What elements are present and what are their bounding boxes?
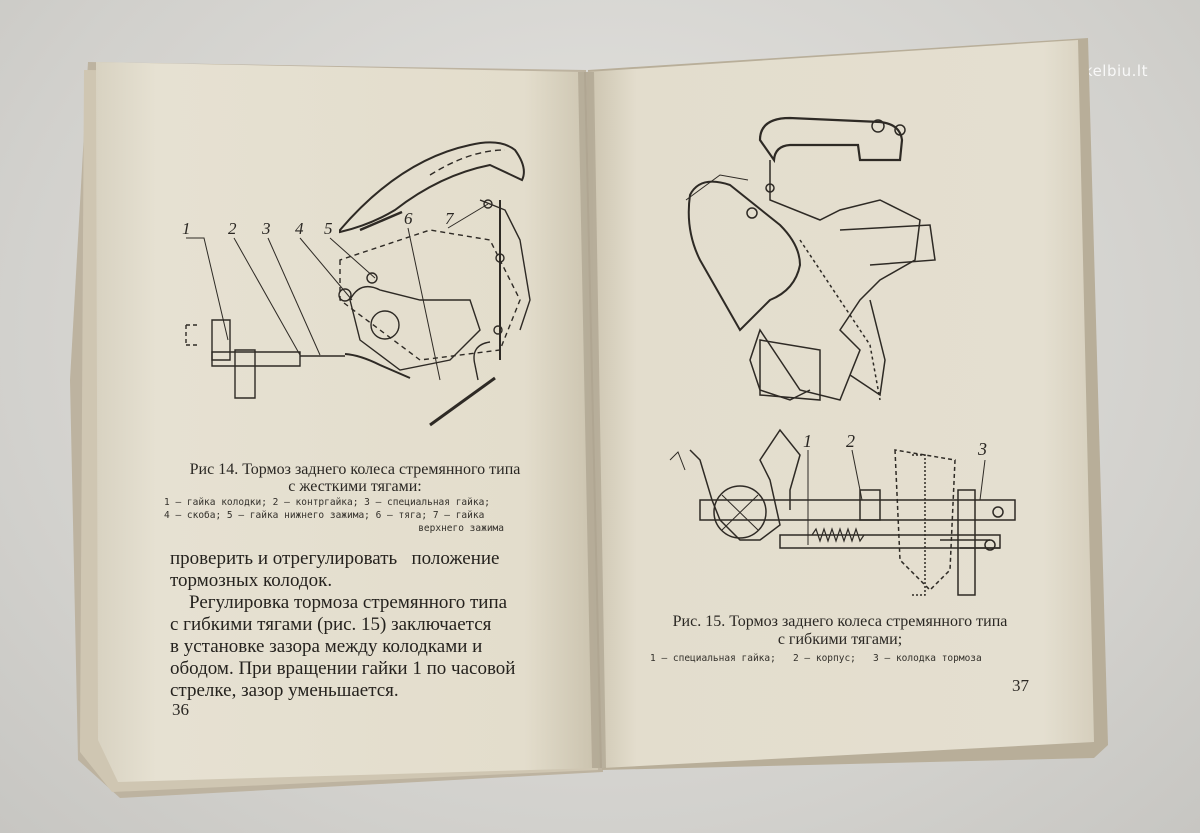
fig14-legend-line-1: 1 — гайка колодки; 2 — контргайка; 3 — с… bbox=[164, 497, 491, 508]
fig14-label-5: 5 bbox=[324, 219, 333, 238]
fig14-caption-subtitle: с жесткими тягами: bbox=[288, 478, 422, 495]
body-line-4: с гибкими тягами (рис. 15) заключается bbox=[170, 614, 492, 635]
fig15-label-2: 2 bbox=[846, 431, 855, 451]
body-line-7: стрелке, зазор уменьшается. bbox=[170, 680, 399, 701]
fig14-label-3: 3 bbox=[261, 219, 271, 238]
fig15-legend: 1 — специальная гайка; 2 — корпус; 3 — к… bbox=[650, 653, 982, 664]
body-line-6: ободом. При вращении гайки 1 по часовой bbox=[170, 658, 516, 679]
fig14-caption-title: Рис 14. Тормоз заднего колеса стремянног… bbox=[189, 461, 521, 478]
fig15-label-3: 3 bbox=[977, 439, 987, 459]
left-page bbox=[96, 62, 600, 782]
fig14-label-4: 4 bbox=[295, 219, 304, 238]
fig14-label-2: 2 bbox=[228, 219, 237, 238]
gutter-shadow bbox=[578, 72, 606, 768]
watermark-text: skelbiu.lt bbox=[1075, 62, 1148, 80]
right-page bbox=[586, 40, 1094, 768]
figure-15-labels: 1 2 3 bbox=[803, 431, 987, 459]
body-line-5: в установке зазора между колодками и bbox=[170, 636, 483, 657]
figure-15-lower-drawing bbox=[669, 428, 1016, 596]
fig15-caption-title: Рис. 15. Тормоз заднего колеса стремянно… bbox=[672, 613, 1008, 630]
body-line-1: проверить и отрегулировать положение bbox=[170, 548, 500, 569]
fig15-label-1: 1 bbox=[803, 431, 812, 451]
page-number-left: 36 bbox=[172, 700, 189, 719]
body-line-2: тормозных колодок. bbox=[170, 570, 333, 591]
fig14-label-7: 7 bbox=[445, 209, 455, 228]
fig14-legend-line-2: 4 — скоба; 5 — гайка нижнего зажима; 6 —… bbox=[164, 510, 485, 521]
fig15-caption-subtitle: с гибкими тягами; bbox=[777, 631, 903, 648]
fig14-label-6: 6 bbox=[404, 209, 413, 228]
fig14-label-1: 1 bbox=[182, 219, 191, 238]
fig14-legend-line-3: верхнего зажима bbox=[418, 523, 504, 534]
figure-14-labels: 1 2 3 4 5 6 7 bbox=[182, 209, 455, 238]
figure-15-upper-drawing bbox=[685, 116, 936, 401]
page-number-right: 37 bbox=[1012, 676, 1029, 695]
body-line-3: Регулировка тормоза стремянного типа bbox=[170, 592, 508, 613]
figure-14-drawing bbox=[185, 141, 531, 427]
